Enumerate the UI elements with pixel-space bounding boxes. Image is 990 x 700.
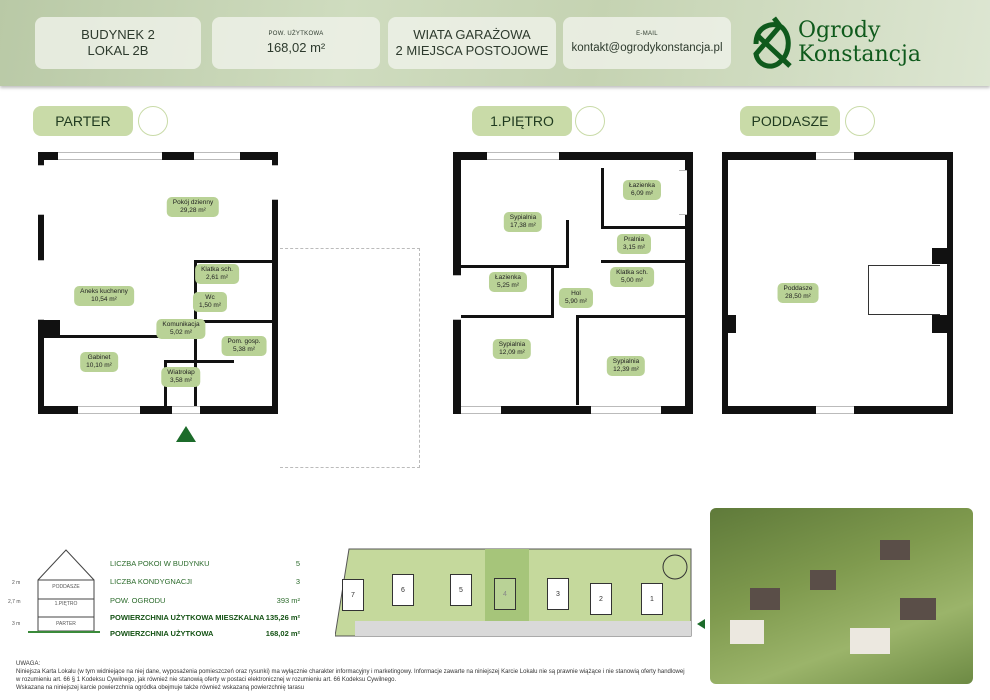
room-area: 10,54 m²: [91, 296, 117, 303]
room-area: 12,09 m²: [499, 349, 525, 356]
room-name: Klatka sch.: [616, 269, 648, 276]
section-height: 3 m: [12, 621, 21, 627]
room-area: 29,28 m²: [180, 207, 206, 214]
room-area: 6,09 m²: [630, 190, 654, 197]
garage-label: WIATA GARAŻOWA: [413, 27, 531, 42]
roof-window: [868, 265, 940, 315]
header-banner: BUDYNEK 2 LOKAL 2B POW. UŻYTKOWA 168,02 …: [0, 0, 990, 86]
room-name: Wc: [205, 294, 215, 301]
room-area: 5,00 m²: [620, 277, 644, 284]
site-unit-4: 4: [494, 578, 516, 610]
room-area: 28,50 m²: [785, 293, 811, 300]
unit-label: LOKAL 2B: [87, 43, 149, 58]
room-name: Wiatrołap: [167, 369, 195, 376]
floor-title-pietro: 1.PIĘTRO: [472, 106, 572, 136]
site-unit-2: 2: [590, 583, 612, 615]
room-area: 5,25 m²: [496, 282, 520, 289]
room-name: Pokój dzienny: [172, 199, 214, 206]
room-area: 5,38 m²: [232, 346, 256, 353]
email-link[interactable]: kontakt@ogrodykonstancja.pl: [571, 41, 723, 54]
compass-icon: [845, 106, 875, 136]
room-name: Komunikacja: [162, 321, 200, 328]
note-text: Wskazana na niniejszej karcie powierzchn…: [16, 685, 305, 691]
terrace-outline: [280, 248, 420, 468]
area-label: POW. UŻYTKOWA: [268, 30, 324, 37]
floor-title-poddasze: PODDASZE: [740, 106, 840, 136]
email-card: E-MAIL kontakt@ogrodykonstancja.pl: [563, 17, 731, 69]
stat-label: LICZBA POKOI W BUDYNKU: [110, 559, 210, 568]
note-title: UWAGA:: [16, 661, 41, 667]
room-name: Poddasze: [783, 285, 813, 292]
stat-value: 3: [295, 577, 300, 586]
site-unit-3: 3: [547, 578, 569, 610]
stat-label: POWIERZCHNIA UŻYTKOWA: [110, 629, 214, 638]
room-name: Aneks kuchenny: [80, 288, 128, 295]
room-area: 17,38 m²: [510, 222, 536, 229]
section-level: 1.PIĘTRO: [54, 601, 78, 607]
room-name: Pralnia: [623, 236, 645, 243]
room-area: 3,58 m²: [169, 377, 193, 384]
stat-label: POW. OGRODU: [110, 596, 166, 605]
room-area: 5,90 m²: [564, 298, 588, 305]
stat-value: 168,02 m²: [265, 629, 300, 638]
compass-icon: [138, 106, 168, 136]
room-area: 1,50 m²: [198, 302, 222, 309]
logo-text-2: Konstancja: [798, 42, 921, 67]
aerial-photo: [710, 508, 973, 684]
site-unit-1: 1: [641, 583, 663, 615]
room-name: Sypialnia: [498, 341, 526, 348]
room-name: Łazienka: [494, 274, 522, 281]
logo-leaf-icon: [753, 16, 792, 69]
room-area: 10,10 m²: [86, 362, 112, 369]
section-height: 2,7 m: [8, 599, 21, 605]
stat-value: 5: [295, 559, 300, 568]
site-unit-5: 5: [450, 574, 472, 606]
floor-title-parter: PARTER: [33, 106, 133, 136]
stat-label: LICZBA KONDYGNACJI: [110, 577, 193, 586]
stat-label: POWIERZCHNIA UŻYTKOWA MIESZKALNA: [110, 613, 265, 622]
entrance-arrow-icon: [176, 426, 196, 442]
room-name: Hol: [571, 290, 581, 297]
logo-text-1: Ogrody: [798, 18, 881, 43]
stat-value: 393 m²: [276, 596, 300, 605]
site-unit-6: 6: [392, 574, 414, 606]
area-value: 168,02 m²: [266, 39, 326, 55]
room-name: Gabinet: [87, 354, 111, 361]
compass-icon: [575, 106, 605, 136]
room-area: 3,15 m²: [622, 244, 646, 251]
email-label: E-MAIL: [636, 30, 658, 37]
logo: Ogrody Konstancja: [750, 14, 950, 74]
building-section-diagram: [28, 549, 100, 633]
section-height: 2 m: [12, 580, 21, 586]
room-area: 5,02 m²: [169, 329, 193, 336]
garage-card: WIATA GARAŻOWA 2 MIEJSCA POSTOJOWE: [388, 17, 556, 69]
note-text: Niniejsza Karta Lokalu (w tym widniejące…: [16, 669, 685, 683]
building-label: BUDYNEK 2: [81, 27, 155, 42]
room-name: Sypialnia: [509, 214, 537, 221]
stat-value: 135,26 m²: [265, 613, 300, 622]
area-card: POW. UŻYTKOWA 168,02 m²: [212, 17, 380, 69]
unit-card: BUDYNEK 2 LOKAL 2B: [35, 17, 201, 69]
section-level: PODDASZE: [52, 584, 80, 590]
section-level: PARTER: [56, 621, 76, 627]
site-unit-7: 7: [342, 579, 364, 611]
room-name: Klatka sch.: [201, 266, 233, 273]
room-area: 2,61 m²: [205, 274, 229, 281]
parking-label: 2 MIEJSCA POSTOJOWE: [395, 43, 549, 58]
room-area: 12,39 m²: [613, 366, 639, 373]
room-name: Pom. gosp.: [227, 338, 261, 345]
room-name: Sypialnia: [612, 358, 640, 365]
room-name: Łazienka: [628, 182, 656, 189]
